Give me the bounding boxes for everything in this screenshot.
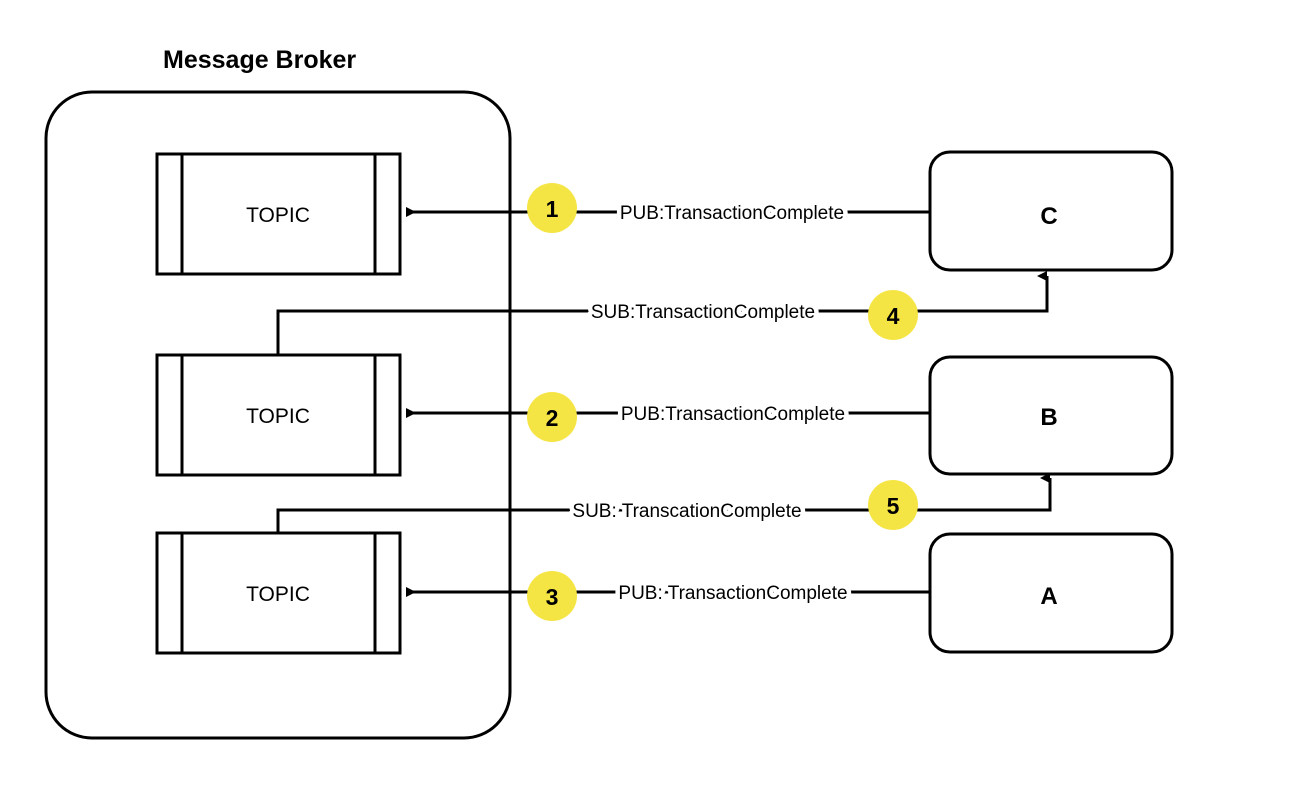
edge-5-label: SUB: TranscationComplete bbox=[572, 501, 801, 522]
topic-box-1-outline bbox=[155, 152, 402, 276]
edge-5-line bbox=[276, 473, 1052, 533]
edge-2-label: PUB:TransactionComplete bbox=[621, 404, 845, 425]
edge-2-label-backdrop: PUB:TransactionComplete bbox=[621, 404, 845, 425]
diagram-title: Message Broker bbox=[163, 46, 356, 74]
step-badge-5-circle[interactable] bbox=[868, 480, 918, 530]
topic-box-1-label: TOPIC bbox=[246, 204, 310, 227]
topic-box-3-label: TOPIC bbox=[246, 583, 310, 606]
service-box-c-label: C bbox=[1040, 203, 1057, 230]
edge-3-publish-a: PUB: TransactionComplete PUB: Transactio… bbox=[406, 571, 930, 621]
edge-4-label: SUB:TransactionComplete bbox=[591, 302, 815, 323]
step-badge-3-circle[interactable] bbox=[527, 571, 577, 621]
service-box-c[interactable]: C bbox=[928, 150, 1174, 272]
topic-box-2-label: TOPIC bbox=[246, 405, 310, 428]
service-box-b-label: B bbox=[1040, 404, 1057, 431]
step-badge-5-number: 5 bbox=[887, 493, 900, 519]
edge-4-subscribe-c: SUB:TransactionComplete SUB:TransactionC… bbox=[276, 271, 1049, 355]
service-box-b-outline[interactable] bbox=[928, 355, 1174, 476]
edge-1-label-backdrop: PUB:TransactionComplete bbox=[620, 203, 844, 224]
service-box-b[interactable]: B bbox=[928, 355, 1174, 476]
service-box-a-label: A bbox=[1040, 583, 1057, 610]
edge-3-label: PUB: TransactionComplete bbox=[618, 583, 847, 604]
step-badge-1-number: 1 bbox=[546, 196, 559, 222]
step-badge-1-circle[interactable] bbox=[527, 183, 577, 233]
step-badge-4-circle[interactable] bbox=[868, 290, 918, 340]
topic-box-1: TOPIC bbox=[155, 152, 402, 276]
step-badge-2-number: 2 bbox=[546, 405, 559, 431]
step-badge-2-circle[interactable] bbox=[527, 392, 577, 442]
topic-box-3: TOPIC bbox=[155, 531, 402, 655]
step-badge-3-number: 3 bbox=[546, 584, 559, 610]
edge-5-subscribe-b: SUB: TranscationComplete SUB: Transcatio… bbox=[276, 473, 1052, 533]
topic-box-2-outline bbox=[155, 353, 402, 477]
edge-3-label-backdrop: PUB: TransactionComplete bbox=[618, 583, 847, 604]
topic-box-3-outline bbox=[155, 531, 402, 655]
edge-4-line bbox=[276, 271, 1049, 355]
edge-2-publish-b: PUB:TransactionComplete PUB:TransactionC… bbox=[406, 392, 930, 442]
edge-1-label: PUB:TransactionComplete bbox=[620, 203, 844, 224]
service-box-a[interactable]: A bbox=[928, 532, 1174, 654]
edge-1-publish-c: PUB:TransactionComplete PUB:TransactionC… bbox=[406, 183, 930, 233]
message-broker-container bbox=[44, 90, 512, 740]
step-badge-4-number: 4 bbox=[887, 303, 900, 329]
edge-4-label-backdrop: SUB:TransactionComplete bbox=[591, 302, 815, 323]
topic-box-2: TOPIC bbox=[155, 353, 402, 477]
edge-5-label-backdrop: SUB: TranscationComplete bbox=[572, 501, 801, 522]
